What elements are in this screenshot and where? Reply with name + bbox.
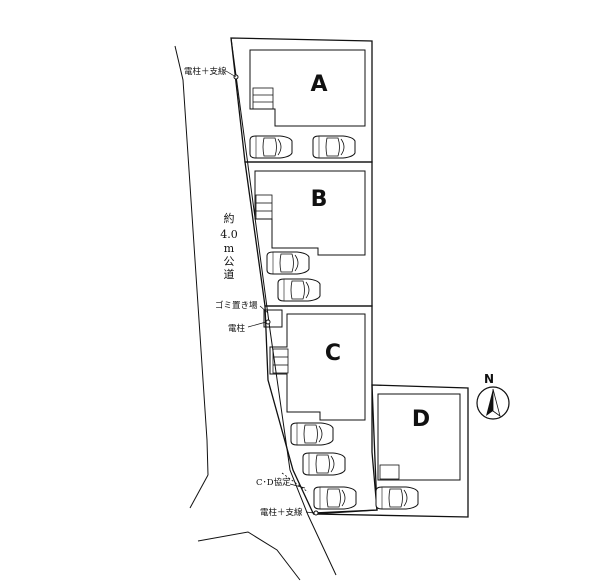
lot-b-car-2	[277, 278, 321, 302]
lot-c: C	[269, 313, 366, 510]
pole-stay-top-label: 電柱＋支線	[184, 66, 227, 77]
road-bottom-line	[197, 531, 301, 581]
pole-marker-mid	[265, 319, 271, 325]
lot-c-car-1	[290, 422, 334, 446]
compass-north-label: N	[484, 372, 494, 386]
pole-stay-bottom-label: 電柱＋支線	[260, 507, 303, 518]
lot-a-car-1	[249, 135, 293, 159]
road-east-edge	[230, 37, 337, 576]
lot-c-car-3	[313, 486, 357, 510]
road-label-char-4: 公	[224, 255, 235, 268]
compass-needle-dark	[486, 389, 493, 416]
lot-b: B	[254, 170, 366, 302]
lot-b-building	[254, 170, 366, 256]
lot-d: D	[375, 393, 461, 510]
road-label-char-3: m	[224, 242, 235, 255]
lot-d-building	[377, 393, 461, 481]
lot-a-label: A	[310, 72, 327, 97]
lot-a: A	[249, 49, 366, 159]
lot-c-building	[269, 313, 366, 421]
cd-agreement-line	[281, 472, 309, 493]
garbage-area-box	[263, 309, 283, 328]
lot-c-porch	[272, 348, 289, 374]
road-bottom-edge	[189, 474, 209, 509]
cd-agreement-label: C･D協定	[256, 477, 291, 488]
road-label-char-2: 4.0	[220, 228, 238, 241]
lot-d-label: D	[412, 407, 430, 432]
lot-a-car-2	[312, 135, 356, 159]
lot-d-porch	[379, 464, 400, 480]
road-edges	[174, 37, 337, 581]
road-label-char-1: 約	[224, 211, 235, 225]
lot-a-porch	[252, 87, 274, 110]
road-label-char-5: 道	[224, 267, 235, 281]
leader-lines	[225, 70, 315, 514]
lot-b-label: B	[311, 187, 328, 212]
north-compass: N	[476, 372, 510, 420]
compass-needle-light	[492, 388, 501, 417]
road-west-edge	[174, 45, 209, 476]
road-label: 約 4.0 m 公 道	[220, 211, 238, 281]
lot-b-car-1	[266, 251, 310, 275]
pole-marker-bottom	[313, 510, 319, 516]
lot-c-car-2	[302, 452, 346, 476]
lot-a-building	[249, 49, 366, 127]
lot-b-porch	[255, 194, 273, 220]
lot-boundaries	[230, 37, 469, 518]
lot-c-label: C	[325, 341, 341, 366]
pole-label: 電柱	[228, 323, 246, 334]
garbage-area-label: ゴミ置き場	[215, 300, 258, 311]
lot-d-car-1	[375, 486, 419, 510]
